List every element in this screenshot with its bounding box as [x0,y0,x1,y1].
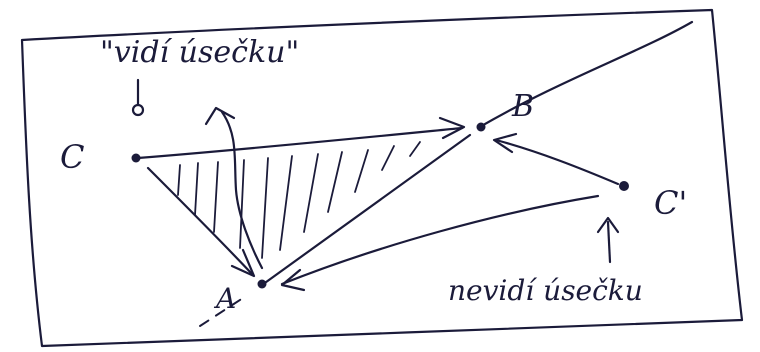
label-C: C [60,138,84,176]
point-A [257,279,267,289]
dashed-line-AB [199,20,694,327]
sketch-frame [20,8,744,348]
arrow-Cprime-to-B [492,132,620,186]
label-B: B [511,89,534,124]
label-A: A [213,282,236,315]
arrow-C-to-B [136,116,466,160]
curved-arrow [204,106,264,270]
label-pointer-C [131,78,145,117]
hatched-region [177,141,421,259]
point-C-prime [619,181,629,191]
label-pointer-Cprime [596,216,620,264]
point-C [131,153,141,163]
arrow-C-to-A [146,166,256,278]
arrow-Cprime-to-A [280,194,600,292]
label-not-sees-segment: nevidí úsečku [448,274,643,307]
label-sees-segment: "vidí úsečku" [100,35,299,70]
label-C-prime: C' [654,184,687,222]
point-B [476,122,486,132]
